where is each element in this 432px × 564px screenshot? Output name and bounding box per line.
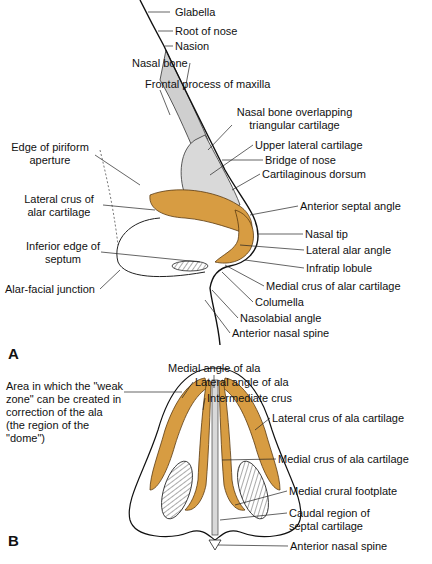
part-label: Medial angle of ala bbox=[168, 362, 260, 375]
part-label: Medial crural footplate bbox=[289, 485, 397, 498]
part-label: Columella bbox=[255, 296, 304, 309]
part-label: Anterior nasal spine bbox=[232, 327, 329, 340]
part-label: Caudal region of septal cartilage bbox=[289, 507, 384, 533]
part-label: Lateral alar angle bbox=[306, 244, 391, 257]
panel-letter: A bbox=[8, 345, 19, 362]
part-label: Nasal bone bbox=[132, 57, 188, 70]
part-label: Nasolabial angle bbox=[240, 312, 321, 325]
part-label: Upper lateral cartilage bbox=[255, 139, 363, 152]
part-label: Edge of piriform aperture bbox=[5, 141, 95, 167]
part-label: Anterior nasal spine bbox=[290, 540, 387, 553]
part-label: Cartilaginous dorsum bbox=[262, 168, 366, 181]
panel-letter: B bbox=[8, 532, 19, 549]
part-label: Lateral angle of ala bbox=[195, 376, 289, 389]
part-label: Nasal tip bbox=[305, 228, 348, 241]
part-label: Infratip lobule bbox=[306, 262, 372, 275]
nostril bbox=[172, 261, 208, 271]
part-label: Medial crus of alar cartilage bbox=[266, 280, 401, 293]
part-label: Lateral crus of alar cartilage bbox=[15, 193, 103, 219]
part-label: Nasion bbox=[175, 40, 209, 53]
medial-crus bbox=[215, 210, 254, 263]
part-label: Medial crus of ala cartilage bbox=[278, 453, 409, 466]
part-label: Glabella bbox=[175, 6, 215, 19]
part-label: Alar-facial junction bbox=[5, 283, 95, 296]
part-label: Intermediate crus bbox=[207, 392, 292, 405]
part-label: Area in which the "weak zone" can be cre… bbox=[6, 380, 124, 445]
part-label: Lateral crus of ala cartilage bbox=[272, 412, 404, 425]
part-label: Bridge of nose bbox=[265, 154, 336, 167]
part-label: Inferior edge of septum bbox=[25, 240, 101, 266]
part-label: Frontal process of maxilla bbox=[145, 78, 270, 91]
face-profile bbox=[140, 0, 258, 345]
part-label: Nasal bone overlapping triangular cartil… bbox=[232, 106, 357, 132]
part-label: Root of nose bbox=[175, 25, 237, 38]
part-label: Anterior septal angle bbox=[300, 200, 401, 213]
